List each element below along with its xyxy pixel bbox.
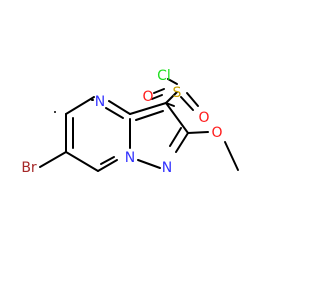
bond-o-ch3 (224, 141, 239, 171)
molecule-structure: Cl S O O N N N O Br (21, 68, 239, 176)
bond-n1-nbridge (137, 159, 161, 169)
atom-br: Br (21, 160, 37, 176)
atom-n-top: N (95, 94, 105, 110)
bond-c3a-n-double (105, 107, 124, 119)
bond-c3-c2 (165, 102, 189, 134)
bond-c2-n1-double (169, 127, 182, 147)
bond-c2-o (187, 131, 209, 134)
atom-o-right: O (198, 110, 209, 126)
bond-c7-nbridge-double (100, 156, 115, 165)
atom-n-bridge: N (125, 150, 135, 166)
atom-o-top: O (142, 89, 153, 105)
bond-c3-s (165, 102, 175, 107)
bond-n-c5 (65, 96, 95, 115)
atom-s: S (173, 85, 182, 101)
atom-o-methoxy: O (211, 125, 222, 141)
bond-s-o-right-double (186, 92, 199, 107)
bond-c2-n1 (175, 132, 189, 153)
atom-n-bottom: N (162, 160, 172, 176)
bond-c3a-c3-double (135, 110, 164, 121)
bond-s-o-right (180, 96, 194, 111)
bond-c3-s-main (165, 91, 178, 104)
bond-c7-nbridge (97, 159, 118, 172)
bond-c3a-c3 (129, 102, 167, 115)
bond-s-o-top (151, 94, 163, 100)
bond-c3a-n (108, 100, 131, 115)
atom-cl: Cl (157, 68, 171, 84)
bond-c6-c7 (65, 151, 99, 172)
bond-s-cl (167, 78, 178, 85)
bond-s-o-top-double (153, 88, 165, 94)
bond-c6-br (39, 151, 67, 168)
